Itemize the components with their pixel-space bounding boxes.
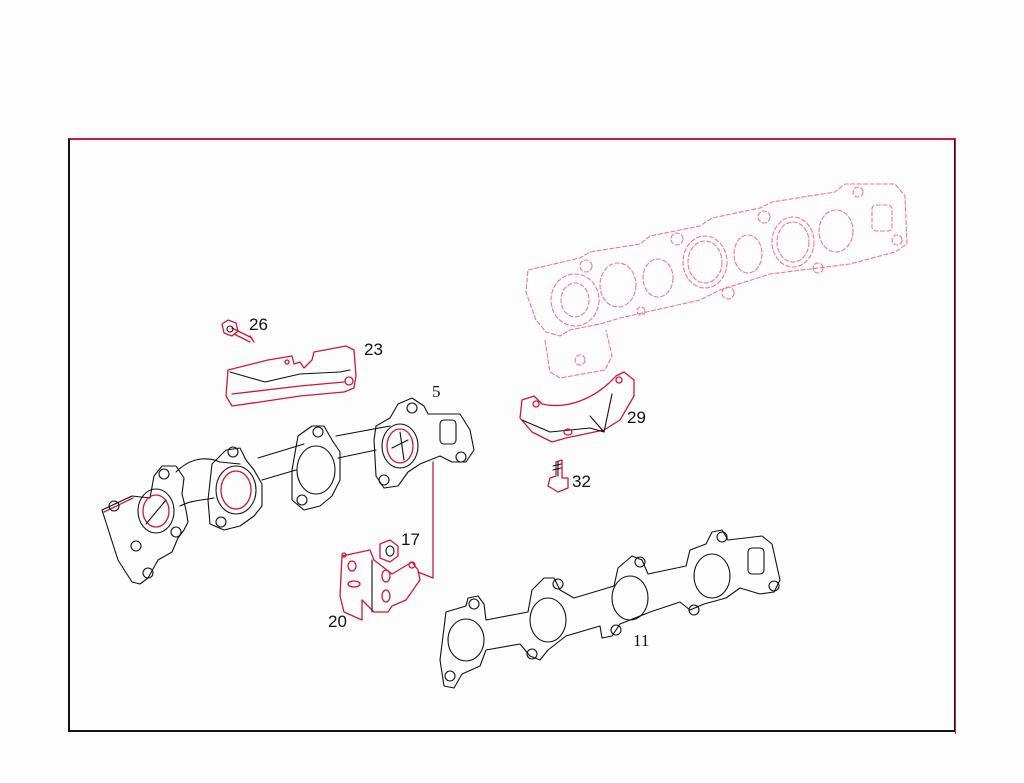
manifold-gasket-11[interactable]	[439, 529, 781, 689]
callout-11[interactable]: 11	[633, 631, 650, 650]
bolt-32[interactable]	[547, 459, 569, 493]
cylinder-head-ghost	[525, 183, 908, 379]
callout-23[interactable]: 23	[364, 340, 383, 359]
callout-20[interactable]: 20	[328, 612, 347, 631]
support-bracket-29[interactable]	[519, 371, 635, 443]
callout-29[interactable]: 29	[627, 408, 646, 427]
callout-17[interactable]: 17	[401, 530, 420, 549]
callout-26[interactable]: 26	[249, 315, 268, 334]
exhaust-manifold-5[interactable]	[101, 397, 475, 585]
bracket-20[interactable]	[339, 549, 421, 621]
callout-5[interactable]: 5	[432, 382, 441, 401]
nut-17[interactable]	[379, 539, 399, 563]
heat-shield-23[interactable]	[225, 345, 357, 407]
diagram-frame	[68, 138, 956, 734]
bolt-26[interactable]	[221, 319, 255, 343]
callout-32[interactable]: 32	[572, 472, 591, 491]
